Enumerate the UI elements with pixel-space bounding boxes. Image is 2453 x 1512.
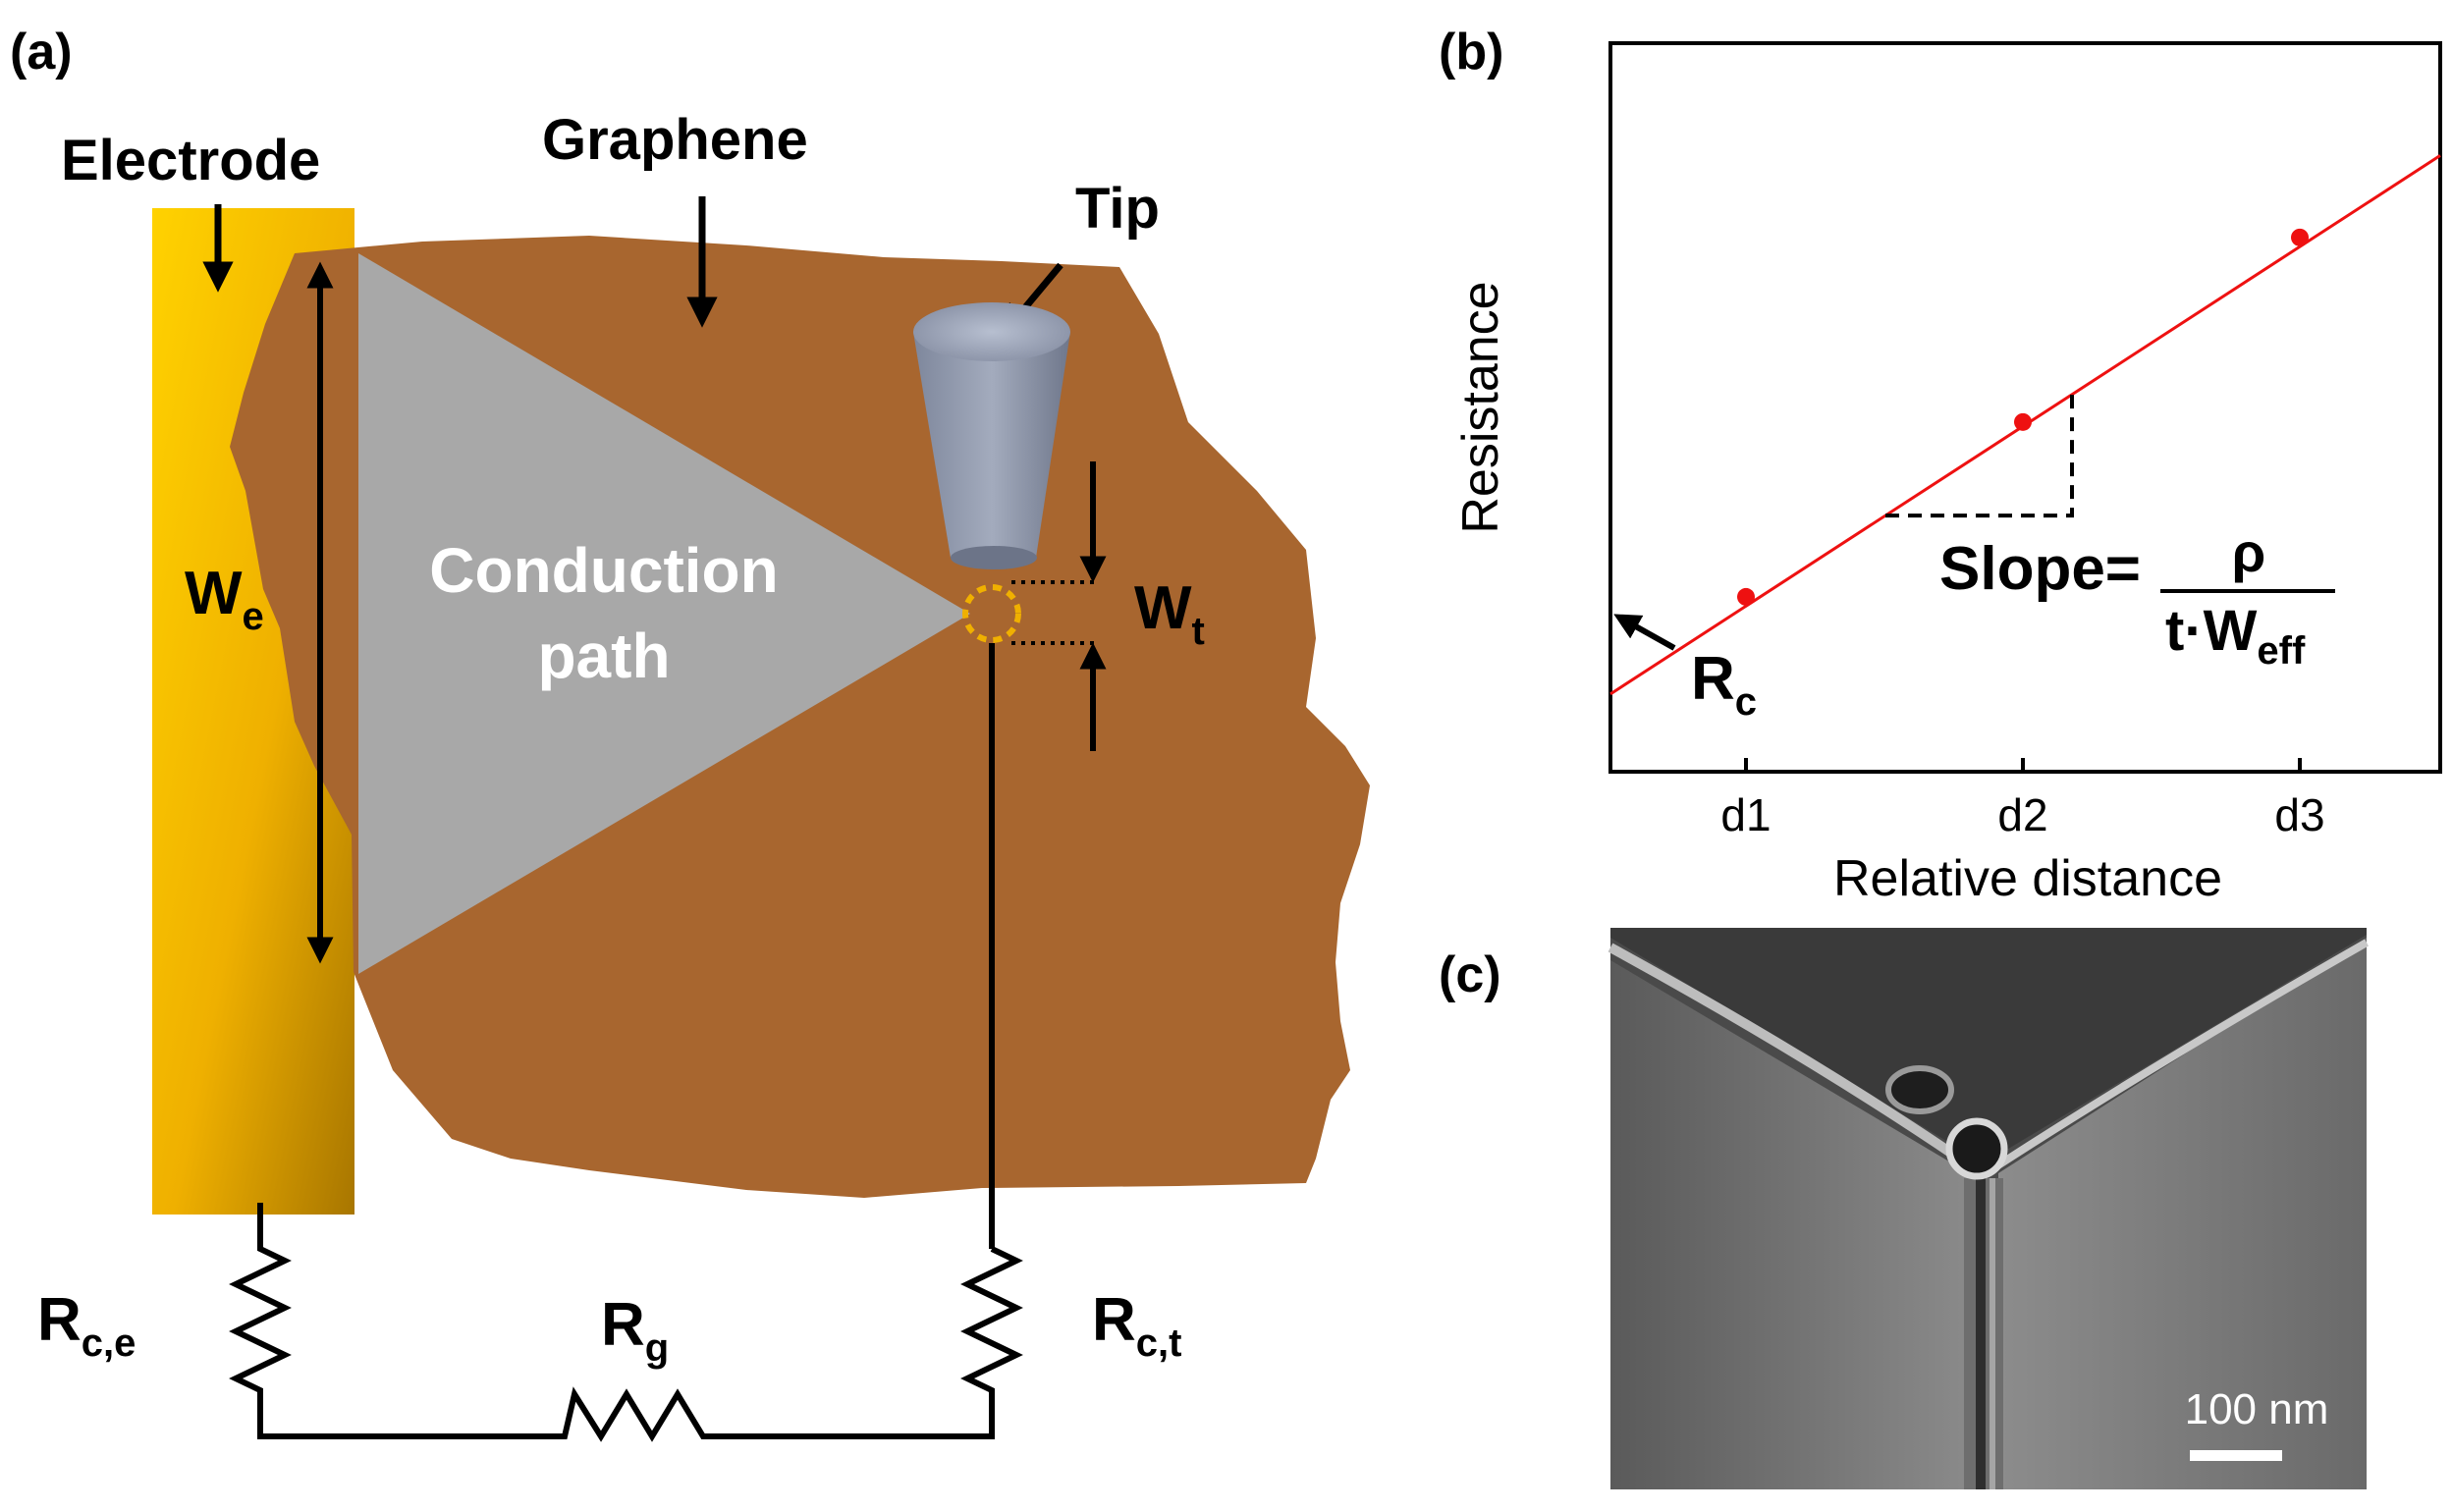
- rce-label-main: R: [37, 1286, 82, 1354]
- slope-numerator: ρ: [2232, 521, 2266, 583]
- rg-label: Rg: [601, 1291, 669, 1370]
- conduction-path-label-line1: Conduction: [429, 535, 778, 606]
- slope-denominator-sub: eff: [2257, 629, 2306, 673]
- wt-label-sub: t: [1192, 610, 1205, 653]
- panel-a: (a) Conduction path Electrode Graphene T…: [10, 24, 1370, 1442]
- rce-label-sub: c,e: [82, 1322, 136, 1365]
- rct-label: Rc,t: [1092, 1286, 1181, 1365]
- electrode-label: Electrode: [61, 129, 320, 192]
- afm-tip: [913, 302, 1070, 569]
- conduction-path-label-line2: path: [537, 621, 670, 691]
- rc-label-main: R: [1691, 645, 1735, 713]
- data-point-d1: [1737, 587, 1755, 606]
- we-label-sub: e: [243, 595, 264, 638]
- we-label: We: [185, 560, 264, 638]
- graphene-label: Graphene: [542, 108, 808, 172]
- data-point-d3: [2291, 228, 2309, 246]
- x-ticks: [1744, 758, 2302, 772]
- panel-b-label: (b): [1439, 24, 1503, 81]
- slope-label: Slope=: [1939, 535, 2141, 603]
- equivalent-circuit: [229, 643, 1023, 1442]
- plot-frame: [1608, 41, 2442, 774]
- rg-label-main: R: [601, 1291, 645, 1359]
- x-tick-label-d1: d1: [1720, 789, 1771, 840]
- scale-bar-label: 100 nm: [2185, 1385, 2329, 1433]
- panel-a-label: (a): [10, 24, 73, 81]
- slope-denominator: t·Weff: [2165, 599, 2306, 673]
- panel-c: (c) 100 nm: [1439, 928, 2369, 1489]
- tip-contact-ring: [962, 584, 1021, 643]
- data-points: [1737, 228, 2309, 606]
- rc-label: Rc: [1691, 645, 1757, 724]
- sem-image: [1608, 928, 2369, 1489]
- rce-label: Rc,e: [37, 1286, 136, 1365]
- rct-label-main: R: [1092, 1286, 1136, 1354]
- x-tick-labels: d1 d2 d3: [1720, 789, 2324, 840]
- we-label-main: W: [185, 560, 243, 627]
- x-axis-label: Relative distance: [1833, 850, 2222, 907]
- panel-c-label: (c): [1439, 946, 1501, 1003]
- rct-label-sub: c,t: [1136, 1322, 1182, 1365]
- conduction-path-triangle: [358, 253, 970, 974]
- rc-label-sub: c: [1735, 680, 1757, 724]
- wt-label: Wt: [1134, 574, 1205, 653]
- wt-label-main: W: [1134, 574, 1192, 642]
- y-axis-label: Resistance: [1452, 281, 1509, 533]
- data-point-d2: [2014, 412, 2032, 431]
- tip-label: Tip: [1075, 177, 1160, 241]
- slope-denominator-main: t·W: [2165, 599, 2258, 663]
- rg-label-sub: g: [645, 1326, 669, 1370]
- slope-triangle: [1885, 394, 2074, 518]
- scale-bar: [2190, 1450, 2282, 1461]
- circuit-wire-with-resistors: [229, 1203, 1023, 1442]
- rc-arrow: [1613, 614, 1676, 651]
- x-tick-label-d2: d2: [1997, 789, 2047, 840]
- x-tick-label-d3: d3: [2274, 789, 2324, 840]
